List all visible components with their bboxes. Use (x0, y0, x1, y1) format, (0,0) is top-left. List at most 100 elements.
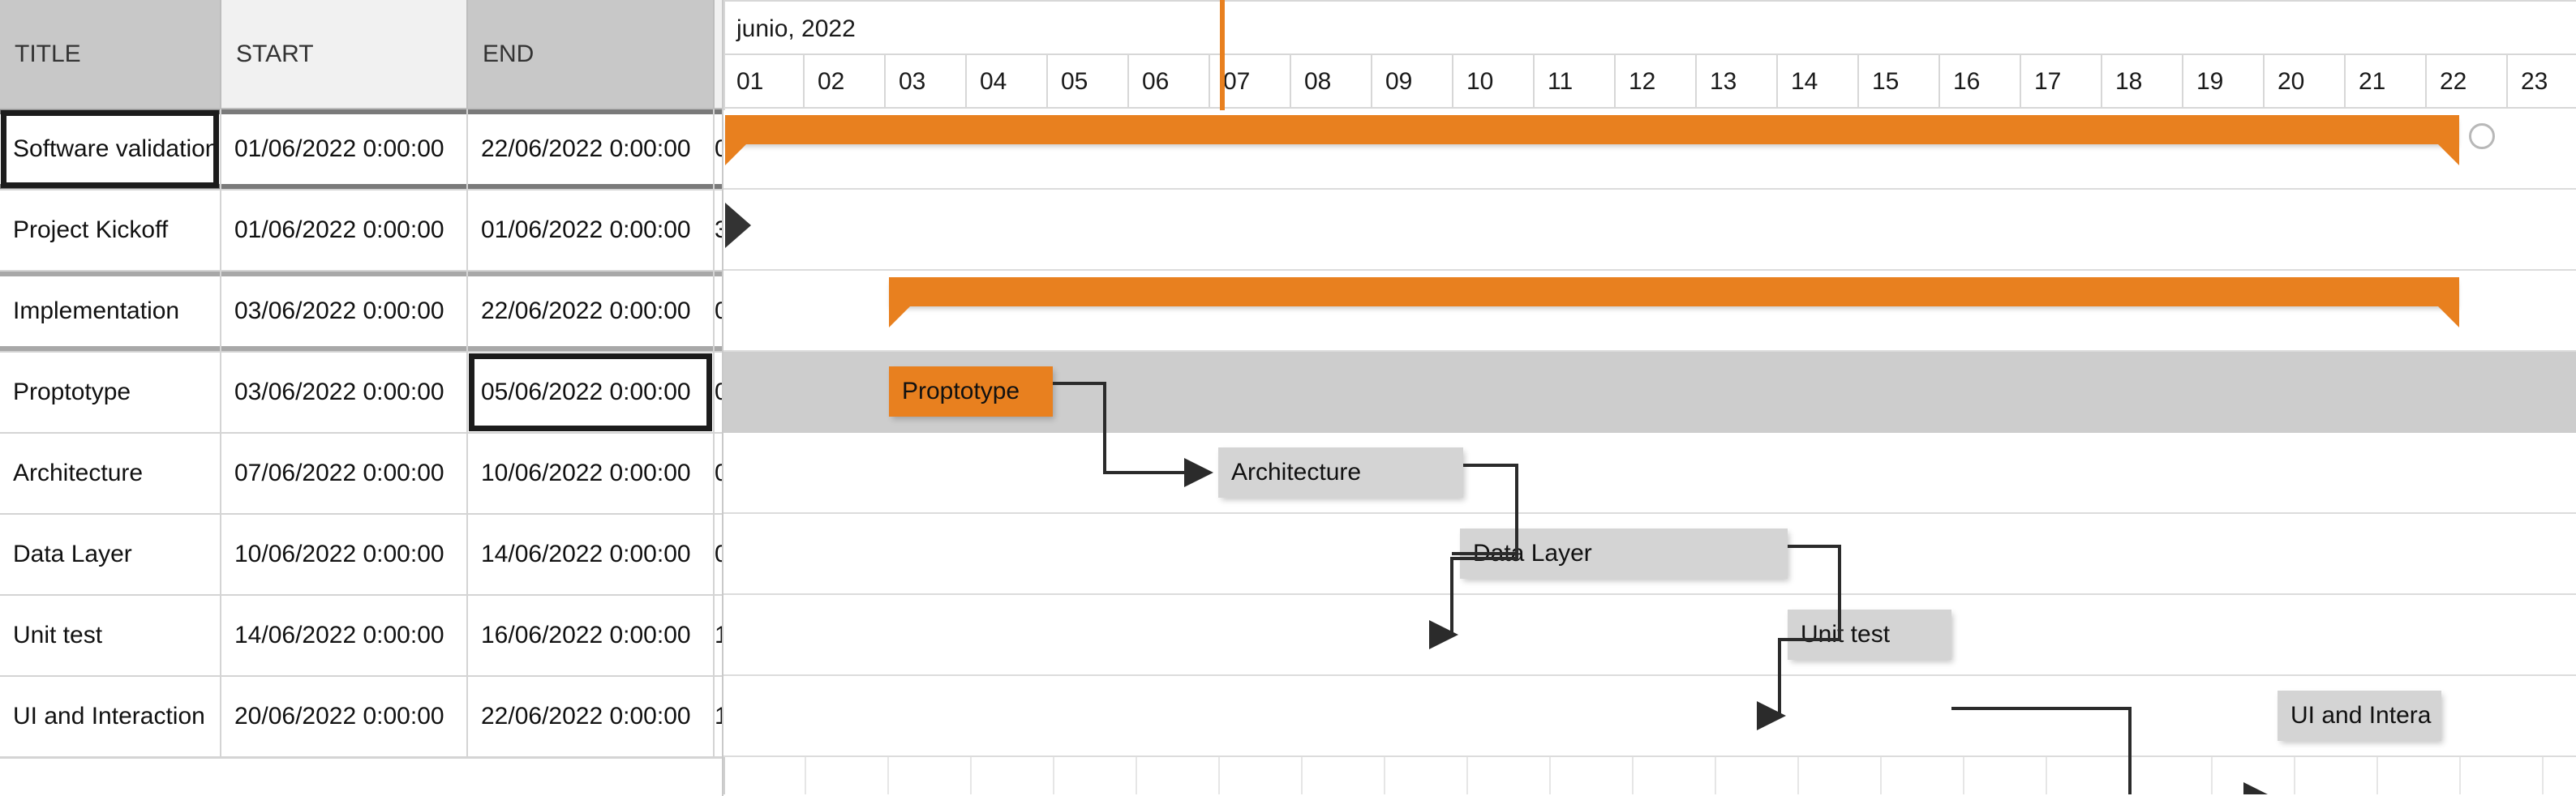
timeline-day-cell[interactable]: 15 (1859, 55, 1940, 109)
summary-end-handle[interactable] (2469, 123, 2495, 149)
timeline-day-cell[interactable]: 12 (1616, 55, 1697, 109)
table-row[interactable]: Implementation 03/06/2022 0:00:00 22/06/… (0, 271, 723, 353)
cell-overflow: 3 (714, 190, 723, 272)
column-header-title[interactable]: TITLE (0, 0, 221, 109)
table-row[interactable]: Unit test 14/06/2022 0:00:00 16/06/2022 … (0, 595, 723, 677)
summary-bar-body (725, 115, 2459, 144)
table-row[interactable]: Software validation 01/06/2022 0:00:00 2… (0, 109, 723, 190)
cell-title[interactable]: Software validation (0, 109, 221, 190)
timeline-month-label: junio, 2022 (736, 15, 856, 42)
cell-title[interactable]: Unit test (0, 595, 221, 677)
gantt-row[interactable]: Architecture (723, 433, 2576, 514)
cell-start[interactable]: 03/06/2022 0:00:00 (221, 352, 468, 434)
grid-empty-area (0, 757, 723, 796)
timeline-day-cell[interactable]: 06 (1129, 55, 1210, 109)
task-grid-body: Software validation 01/06/2022 0:00:00 2… (0, 109, 723, 758)
task-bar-label: UI and Intera (2290, 702, 2432, 729)
timeline-month-header: junio, 2022 (723, 0, 2576, 55)
cell-start[interactable]: 10/06/2022 0:00:00 (221, 514, 468, 596)
gantt-row[interactable]: Data Layer (723, 514, 2576, 595)
timeline-day-cell[interactable]: 01 (723, 55, 805, 109)
gantt-row[interactable] (723, 190, 2576, 271)
pane-splitter[interactable] (722, 0, 723, 796)
cell-title[interactable]: Architecture (0, 433, 221, 515)
timeline-day-cell[interactable]: 09 (1372, 55, 1453, 109)
summary-bar-implementation[interactable] (889, 277, 2459, 327)
cell-title[interactable]: Data Layer (0, 514, 221, 596)
timeline-day-cell[interactable]: 19 (2183, 55, 2265, 109)
task-bar-unit-test[interactable]: Unit test (1788, 610, 1951, 660)
task-bar-label: Data Layer (1473, 540, 1592, 567)
task-grid-header: TITLE START END (0, 0, 723, 109)
cell-start[interactable]: 01/06/2022 0:00:00 (221, 190, 468, 272)
cell-end[interactable]: 22/06/2022 0:00:00 (467, 271, 715, 353)
timeline-day-cell[interactable]: 05 (1048, 55, 1129, 109)
timeline-left-edge (723, 0, 725, 110)
timeline-day-cell[interactable]: 14 (1778, 55, 1859, 109)
timeline-day-cell[interactable]: 22 (2427, 55, 2508, 109)
cell-end[interactable]: 22/06/2022 0:00:00 (467, 676, 715, 758)
timeline-day-cell[interactable]: 07 (1210, 55, 1291, 109)
cell-end[interactable]: 05/06/2022 0:00:00 (467, 352, 715, 434)
task-grid-pane: TITLE START END Software validation 01/0… (0, 0, 723, 796)
timeline-day-cell[interactable]: 20 (2265, 55, 2346, 109)
timeline-day-cell[interactable]: 23 (2508, 55, 2576, 109)
timeline-day-cell[interactable]: 04 (967, 55, 1048, 109)
timeline-day-cell[interactable]: 21 (2346, 55, 2427, 109)
gantt-row[interactable] (723, 271, 2576, 352)
summary-bar-software-validation[interactable] (725, 115, 2459, 165)
timeline-day-cell[interactable]: 02 (805, 55, 886, 109)
milestone-marker-icon[interactable] (725, 203, 751, 248)
cell-end[interactable]: 01/06/2022 0:00:00 (467, 190, 715, 272)
gantt-row[interactable]: Unit test (723, 595, 2576, 676)
task-bar-ui-and-interaction[interactable]: UI and Intera (2278, 691, 2441, 741)
cell-overflow: 0 (714, 271, 723, 353)
timeline-day-cell[interactable]: 11 (1535, 55, 1616, 109)
task-bar-architecture[interactable]: Architecture (1218, 447, 1463, 498)
cell-title[interactable]: Implementation (0, 271, 221, 353)
cell-end[interactable]: 16/06/2022 0:00:00 (467, 595, 715, 677)
cell-overflow: 1 (714, 595, 723, 677)
task-bar-proptotype[interactable]: Proptotype (889, 366, 1053, 417)
summary-cap-left-icon (725, 144, 746, 165)
cell-start[interactable]: 07/06/2022 0:00:00 (221, 433, 468, 515)
timeline-day-cell[interactable]: 08 (1291, 55, 1372, 109)
timeline-day-cell[interactable]: 03 (886, 55, 967, 109)
timeline-day-header: 01 02 03 04 05 06 07 08 09 10 11 12 13 1… (723, 55, 2576, 109)
gantt-row[interactable]: UI and Intera (723, 676, 2576, 757)
table-row[interactable]: Project Kickoff 01/06/2022 0:00:00 01/06… (0, 190, 723, 272)
gantt-row[interactable] (723, 109, 2576, 190)
cell-start[interactable]: 20/06/2022 0:00:00 (221, 676, 468, 758)
header-row: TITLE START END (0, 0, 723, 109)
column-header-overflow (714, 0, 723, 109)
timeline-day-cell[interactable]: 16 (1940, 55, 2021, 109)
task-bar-data-layer[interactable]: Data Layer (1460, 529, 1788, 579)
timeline-day-cell[interactable]: 17 (2021, 55, 2102, 109)
gantt-row[interactable]: Proptotype (723, 352, 2576, 433)
cell-title[interactable]: UI and Interaction (0, 676, 221, 758)
timeline-day-cell[interactable]: 10 (1453, 55, 1535, 109)
cell-start[interactable]: 14/06/2022 0:00:00 (221, 595, 468, 677)
table-row[interactable]: Architecture 07/06/2022 0:00:00 10/06/20… (0, 433, 723, 515)
cell-end[interactable]: 14/06/2022 0:00:00 (467, 514, 715, 596)
summary-cap-right-icon (2438, 306, 2459, 327)
cell-start[interactable]: 01/06/2022 0:00:00 (221, 109, 468, 190)
table-row[interactable]: UI and Interaction 20/06/2022 0:00:00 22… (0, 676, 723, 758)
cell-title[interactable]: Project Kickoff (0, 190, 221, 272)
cell-title[interactable]: Proptotype (0, 352, 221, 434)
column-header-start[interactable]: START (221, 0, 468, 109)
table-row[interactable]: Proptotype 03/06/2022 0:00:00 05/06/2022… (0, 352, 723, 434)
cell-end[interactable]: 10/06/2022 0:00:00 (467, 433, 715, 515)
column-header-end[interactable]: END (467, 0, 715, 109)
summary-bar-body (889, 277, 2459, 306)
summary-cap-left-icon (889, 306, 910, 327)
cell-overflow: 1 (714, 676, 723, 758)
cell-overflow: 0 (714, 433, 723, 515)
timeline-day-cell[interactable]: 18 (2102, 55, 2183, 109)
cell-end[interactable]: 22/06/2022 0:00:00 (467, 109, 715, 190)
cell-start[interactable]: 03/06/2022 0:00:00 (221, 271, 468, 353)
table-row[interactable]: Data Layer 10/06/2022 0:00:00 14/06/2022… (0, 514, 723, 596)
timeline-day-cell[interactable]: 13 (1697, 55, 1778, 109)
task-bar-label: Unit test (1801, 621, 1891, 648)
